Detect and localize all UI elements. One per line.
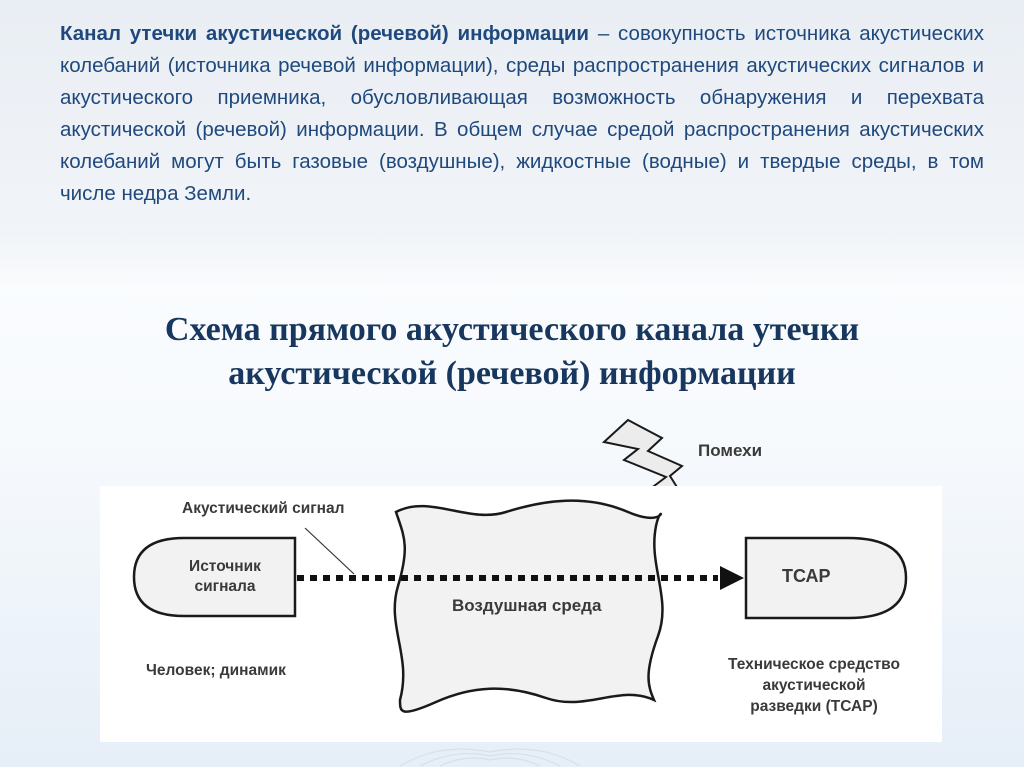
definition-paragraph: Канал утечки акустической (речевой) инфо… — [60, 18, 984, 210]
receiver-shape — [744, 536, 908, 620]
acoustic-signal-label: Акустический сигнал — [182, 500, 345, 517]
diagram-panel: Акустический сигнал Источник сигнала Воз… — [100, 486, 942, 742]
definition-term: Канал утечки акустической (речевой) инфо… — [60, 22, 590, 45]
receiver-description-line-2: акустической — [762, 677, 866, 694]
receiver-description-line-3: разведки (ТСАР) — [750, 698, 878, 715]
diagram-shapes — [132, 499, 908, 713]
signal-source-label: Источник сигнала — [170, 557, 280, 597]
signal-pointer-line — [304, 527, 355, 575]
signal-source-label-line-2: сигнала — [194, 578, 256, 595]
header-band — [0, 0, 1024, 290]
signal-arrow-head — [720, 566, 744, 590]
interference-label: Помехи — [698, 441, 763, 460]
source-examples-label: Человек; динамик — [146, 662, 286, 679]
definition-text: – совокупность источника акустических ко… — [60, 22, 984, 205]
receiver-label: ТСАР — [782, 566, 831, 586]
slide-title: Схема прямого акустического канала утечк… — [40, 308, 984, 396]
air-medium-shape — [393, 499, 664, 713]
emblem-watermark — [399, 748, 581, 767]
signal-source-shape — [132, 536, 297, 618]
signal-source-label-line-1: Источник — [189, 558, 261, 575]
slide-title-line-2: акустической (речевой) информации — [228, 355, 796, 392]
receiver-description-line-1: Техническое средство — [728, 656, 900, 673]
slide-title-line-1: Схема прямого акустического канала утечк… — [164, 311, 860, 348]
receiver-description-label: Техническое средство акустической развед… — [696, 654, 932, 717]
air-medium-label: Воздушная среда — [452, 596, 602, 615]
